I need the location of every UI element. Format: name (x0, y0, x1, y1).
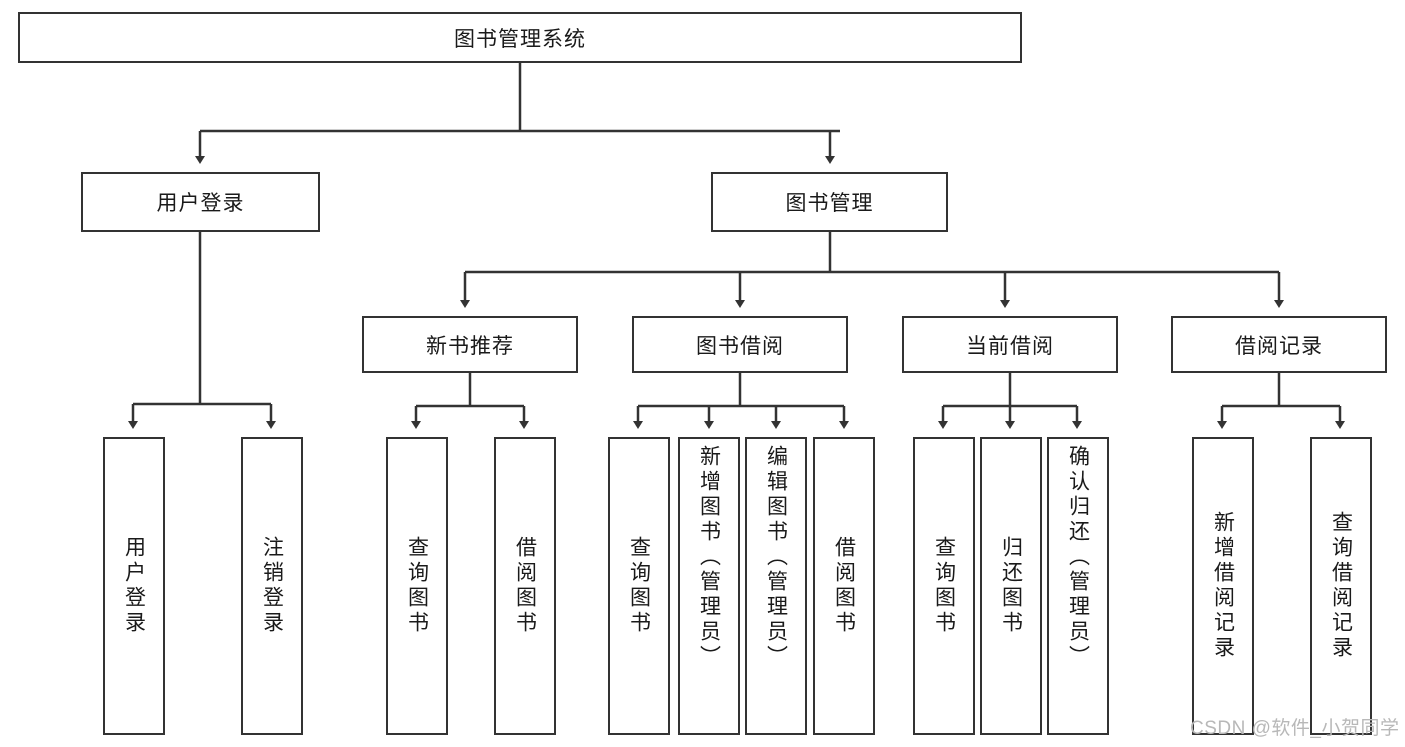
node-book-borrow[interactable]: 图书借阅 (632, 316, 848, 373)
leaf-return-book[interactable]: 归还图书 (980, 437, 1042, 735)
node-book-borrow-label: 图书借阅 (696, 334, 784, 358)
watermark-text: CSDN @软件_小贺同学 (1190, 718, 1400, 739)
leaf-logout[interactable]: 注销登录 (241, 437, 303, 735)
node-new-book-recommend[interactable]: 新书推荐 (362, 316, 578, 373)
node-borrow-record[interactable]: 借阅记录 (1171, 316, 1387, 373)
leaf-borrow-book-label: 借阅图书 (832, 536, 856, 636)
leaf-add-borrow-record-label: 新增借阅记录 (1211, 511, 1235, 661)
leaf-borrow-book[interactable]: 借阅图书 (813, 437, 875, 735)
node-root[interactable]: 图书管理系统 (18, 12, 1022, 63)
leaf-borrow-book-recommend[interactable]: 借阅图书 (494, 437, 556, 735)
leaf-user-login[interactable]: 用户登录 (103, 437, 165, 735)
leaf-user-login-label: 用户登录 (122, 536, 146, 636)
node-user-login-label: 用户登录 (156, 192, 245, 215)
leaf-add-book-admin-label: 新增图书（管理员） (697, 445, 721, 670)
leaf-query-book-current[interactable]: 查询图书 (913, 437, 975, 735)
node-book-management-label: 图书管理 (785, 192, 874, 215)
leaf-return-book-label: 归还图书 (999, 536, 1023, 636)
leaf-query-borrow-record-label: 查询借阅记录 (1329, 511, 1353, 661)
leaf-edit-book-admin-label: 编辑图书（管理员） (764, 445, 788, 670)
leaf-add-book-admin[interactable]: 新增图书（管理员） (678, 437, 740, 735)
node-user-login[interactable]: 用户登录 (81, 172, 320, 232)
node-current-borrow-label: 当前借阅 (966, 334, 1054, 358)
leaf-edit-book-admin[interactable]: 编辑图书（管理员） (745, 437, 807, 735)
leaf-query-book-recommend[interactable]: 查询图书 (386, 437, 448, 735)
node-book-management[interactable]: 图书管理 (711, 172, 948, 232)
leaf-query-borrow-record[interactable]: 查询借阅记录 (1310, 437, 1372, 735)
leaf-query-book-current-label: 查询图书 (932, 536, 956, 636)
leaf-add-borrow-record[interactable]: 新增借阅记录 (1192, 437, 1254, 735)
node-new-book-recommend-label: 新书推荐 (426, 334, 514, 358)
leaf-query-book-borrow[interactable]: 查询图书 (608, 437, 670, 735)
node-current-borrow[interactable]: 当前借阅 (902, 316, 1118, 373)
leaf-borrow-book-recommend-label: 借阅图书 (513, 536, 537, 636)
node-borrow-record-label: 借阅记录 (1235, 334, 1323, 358)
leaf-query-book-borrow-label: 查询图书 (627, 536, 651, 636)
leaf-query-book-recommend-label: 查询图书 (405, 536, 429, 636)
leaf-confirm-return-admin[interactable]: 确认归还（管理员） (1047, 437, 1109, 735)
node-root-label: 图书管理系统 (454, 27, 586, 51)
leaf-logout-label: 注销登录 (260, 536, 284, 636)
leaf-confirm-return-admin-label: 确认归还（管理员） (1066, 445, 1090, 670)
